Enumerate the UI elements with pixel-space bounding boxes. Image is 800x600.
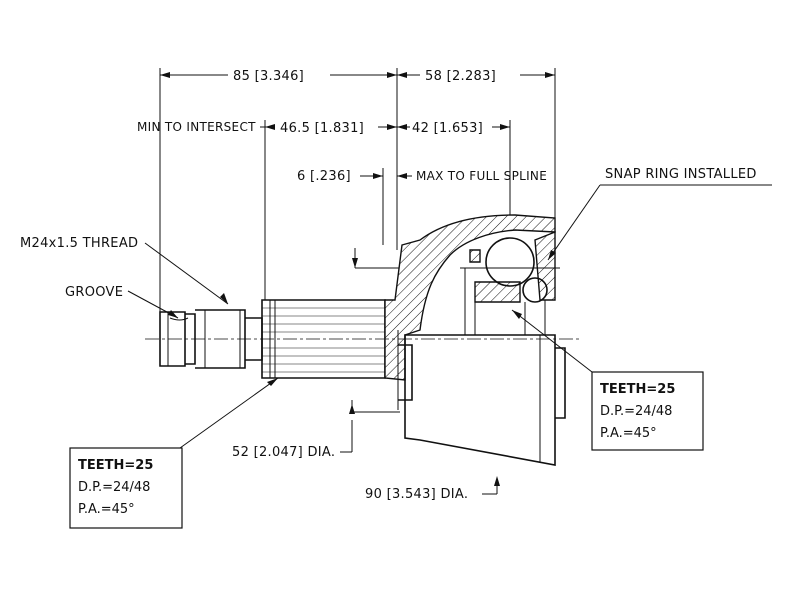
snap-ring-label: SNAP RING INSTALLED (605, 167, 757, 182)
thread-label: M24x1.5 THREAD (20, 236, 138, 251)
dim-min-to-intersect: 46.5 [1.831] (280, 121, 364, 136)
housing-dia-label: 90 [3.543] DIA. (365, 487, 468, 502)
min-to-intersect-label: MIN TO INTERSECT (137, 120, 256, 134)
max-to-full-spline-label: MAX TO FULL SPLINE (416, 169, 547, 183)
cv-joint-part (145, 214, 580, 466)
top-dimensions: 85 [3.346] 58 [2.283] MIN TO INTERSECT 4… (137, 68, 556, 312)
spec-left-dp: D.P.=24/48 (78, 480, 150, 495)
spec-right-pa: P.A.=45° (600, 426, 657, 441)
groove-label: GROOVE (65, 285, 123, 300)
spec-right-teeth: TEETH=25 (600, 382, 675, 397)
spec-box-left: TEETH=25 D.P.=24/48 P.A.=45° (69, 447, 183, 529)
callouts: M24x1.5 THREAD GROOVE SNAP RING INSTALLE… (20, 167, 772, 502)
spec-left-pa: P.A.=45° (78, 502, 135, 517)
dim-overall-right: 58 [2.283] (425, 69, 496, 84)
shaft-dia-label: 52 [2.047] DIA. (232, 445, 335, 460)
spec-box-right: TEETH=25 D.P.=24/48 P.A.=45° (591, 371, 704, 451)
spline-teeth (262, 307, 385, 373)
spec-right-dp: D.P.=24/48 (600, 404, 672, 419)
dim-max-full-spline: 42 [1.653] (412, 121, 483, 136)
dim-overall-left: 85 [3.346] (233, 69, 304, 84)
spec-left-teeth: TEETH=25 (78, 458, 153, 473)
dim-groove-offset: 6 [.236] (297, 169, 351, 184)
